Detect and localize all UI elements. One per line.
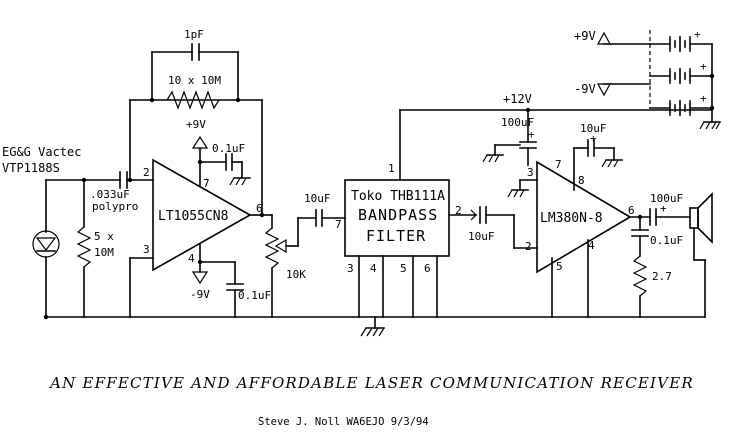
ground-symbol-main xyxy=(360,316,385,337)
opamp-name: LT1055CN8 xyxy=(158,209,228,224)
svg-text:+: + xyxy=(660,202,667,215)
bandpass-filter: Toko THB111A BANDPASS FILTER 1 7 2 3 4 5… xyxy=(335,109,477,318)
opamp-pin-7: 7 xyxy=(203,177,210,190)
feedback-network: 1pF 10 x 10M xyxy=(127,28,263,216)
photodiode-label-2: VTP1188S xyxy=(2,161,60,175)
battery-plus-3: + xyxy=(700,92,707,105)
filter-pin-3: 3 xyxy=(347,262,354,275)
opamp-pin-2: 2 xyxy=(143,166,150,179)
opamp-lt1055: LT1055CN8 2 3 6 7 4 xyxy=(129,158,273,318)
svg-text:+: + xyxy=(528,128,535,141)
coupling-capacitor-2: 10uF xyxy=(468,206,538,249)
filter-pin-7: 7 xyxy=(335,218,342,231)
supply-rail-label: +12V xyxy=(503,92,532,106)
feedback-capacitor-value: 1pF xyxy=(184,28,204,41)
filter-bypass-cap-value: 100uF xyxy=(501,116,534,129)
potentiometer: 10K xyxy=(264,214,317,318)
filter-pin-4: 4 xyxy=(370,262,377,275)
bias-resistor-label-1: 5 x xyxy=(94,230,114,243)
diagram-author: Steve J. Noll WA6EJO 9/3/94 xyxy=(258,416,429,428)
filter-pin-6: 6 xyxy=(424,262,431,275)
filter-label-3: FILTER xyxy=(366,227,426,245)
input-capacitor-type: polypro xyxy=(92,200,138,213)
filter-pin-5: 5 xyxy=(400,262,407,275)
bias-resistor-label-2: 10M xyxy=(94,246,114,259)
amp-pin-3: 3 xyxy=(527,166,534,179)
speaker-icon xyxy=(689,192,713,318)
bias-resistor: 5 x 10M xyxy=(76,177,114,318)
opamp-pin-6: 6 xyxy=(256,202,263,215)
opamp-pos-supply-label: +9V xyxy=(186,118,206,131)
feedback-resistor-value: 10 x 10M xyxy=(168,74,221,87)
coupling-capacitor-1: 10uF xyxy=(304,192,346,227)
photodiode: EG&G Vactec VTP1188S xyxy=(2,145,121,320)
battery-plus-1: + xyxy=(694,28,701,41)
opamp-cap-bottom-value: 0.1uF xyxy=(238,289,271,302)
ground-bus xyxy=(45,316,706,337)
diagram-title: AN EFFECTIVE AND AFFORDABLE LASER COMMUN… xyxy=(48,374,694,392)
amp-pin-6: 6 xyxy=(628,204,635,217)
svg-text:+: + xyxy=(590,132,597,145)
photodiode-label-1: EG&G Vactec xyxy=(2,145,81,159)
opamp-neg-supply-label: -9V xyxy=(190,288,210,301)
filter-label-2: BANDPASS xyxy=(358,206,438,224)
amp-pin-8: 8 xyxy=(578,174,585,187)
coupling-capacitor-1-value: 10uF xyxy=(304,192,331,205)
supply-rail-12v: +12V 100uF + xyxy=(399,92,713,166)
coupling-capacitor-2-value: 10uF xyxy=(468,230,495,243)
opamp-pin-3: 3 xyxy=(143,243,150,256)
zobel-resistor-value: 2.7 xyxy=(652,270,672,283)
amp-pin-5: 5 xyxy=(556,260,563,273)
battery-pack: +9V -9V + + + xyxy=(574,28,721,130)
amp-pin-7: 7 xyxy=(555,158,562,171)
filter-label-1: Toko THB111A xyxy=(351,189,445,204)
battery-plus-2: + xyxy=(700,60,707,73)
opamp-pin-4: 4 xyxy=(188,252,195,265)
battery-pos-label: +9V xyxy=(574,29,596,43)
amp-pin-4: 4 xyxy=(588,239,595,252)
output-network: 100uF + 0.1uF 2.7 xyxy=(631,192,691,318)
output-cap-value: 100uF xyxy=(650,192,683,205)
opamp-cap-top-value: 0.1uF xyxy=(212,142,245,155)
potentiometer-value: 10K xyxy=(286,268,306,281)
filter-pin-1: 1 xyxy=(388,162,395,175)
opamp-positive-supply: +9V 0.1uF xyxy=(186,118,251,186)
audio-amplifier-lm380: LM380N-8 3 7 8 2 6 4 5 10uF + xyxy=(507,122,651,318)
opamp-negative-supply: -9V 0.1uF xyxy=(190,244,271,318)
input-capacitor-value: .033uF xyxy=(90,188,130,201)
filter-pin-2: 2 xyxy=(455,204,462,217)
amp-cap-value: 10uF xyxy=(580,122,607,135)
zobel-cap-value: 0.1uF xyxy=(650,234,683,247)
battery-neg-label: -9V xyxy=(574,82,596,96)
amp-pin-2: 2 xyxy=(525,240,532,253)
amp-name: LM380N-8 xyxy=(540,211,603,226)
